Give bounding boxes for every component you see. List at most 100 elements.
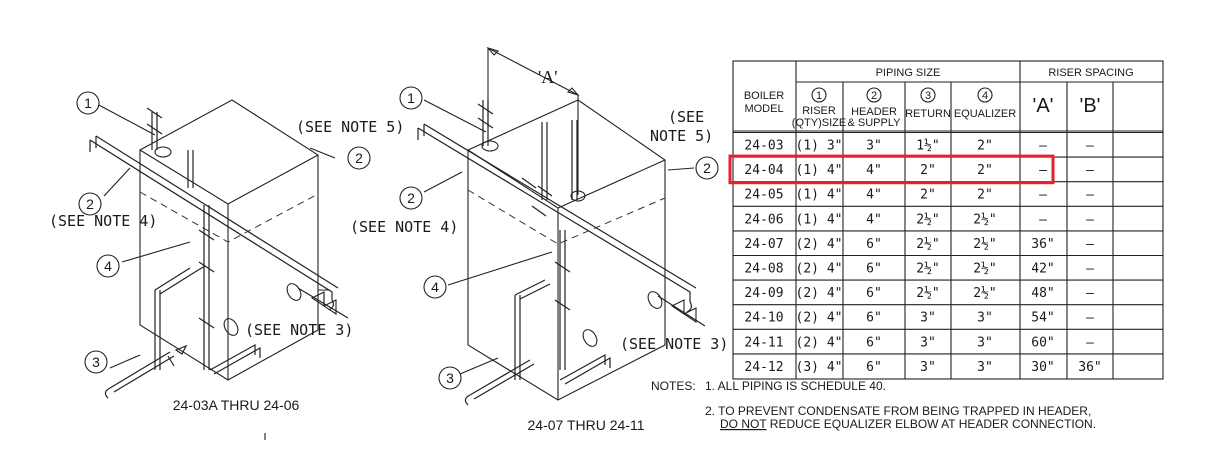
boiler-model-header-2: MODEL: [744, 103, 783, 115]
right-figure-caption: 24-07 THRU 24-11: [528, 417, 645, 433]
piping-table: BOILER MODEL PIPING SIZE RISER SPACING 1…: [728, 60, 1164, 380]
cell-model: 24-06: [744, 212, 783, 227]
cell-model: 24-05: [744, 188, 783, 203]
cell-return: 1½": [916, 139, 939, 154]
cell-spacing-b: —: [1086, 335, 1094, 350]
dimension-A-label: 'A': [538, 67, 558, 87]
note-2-line-1: 2. TO PREVENT CONDENSATE FROM BEING TRAP…: [705, 404, 1091, 418]
highlighted-row-box: [728, 154, 1055, 185]
cell-model: 24-10: [744, 311, 783, 326]
cell-equalizer: 2": [977, 163, 993, 178]
cell-spacing-a: —: [1039, 188, 1047, 203]
left-figure-caption: 24-03A THRU 24-06: [173, 397, 300, 413]
cell-header-supply: 6": [866, 262, 882, 277]
cell-return: 2½": [916, 286, 939, 301]
right-callout-3: 3: [446, 370, 454, 386]
cell-spacing-b: —: [1086, 139, 1094, 154]
cell-equalizer: 2½": [973, 237, 996, 252]
cell-header-supply: 6": [866, 335, 882, 350]
col-return-label: RETURN: [905, 108, 951, 120]
col-num-2: 2: [871, 90, 877, 102]
note-2-line-2: DO NOT REDUCE EQUALIZER ELBOW AT HEADER …: [720, 417, 1096, 431]
table-row: 24-07(2) 4"6"2½"2½"36"—: [744, 237, 1094, 252]
left-callout-4: 4: [104, 258, 112, 274]
left-note-4-label: (SEE NOTE 4): [49, 212, 157, 230]
cell-equalizer: 2½": [973, 212, 996, 227]
cell-spacing-b: —: [1086, 237, 1094, 252]
cell-riser: (2) 4": [796, 262, 843, 277]
cell-model: 24-04: [744, 163, 783, 178]
left-callout-2: 2: [86, 196, 94, 212]
cell-model: 24-12: [744, 360, 783, 375]
cell-return: 3": [920, 360, 936, 375]
cell-spacing-b: —: [1086, 163, 1094, 178]
cell-header-supply: 4": [866, 163, 882, 178]
cell-model: 24-11: [744, 335, 783, 350]
table-row: 24-05(1) 4"4"2"2"——: [744, 188, 1094, 203]
cell-equalizer: 2": [977, 188, 993, 203]
cell-riser: (1) 4": [796, 163, 843, 178]
col-header-label: HEADER: [851, 106, 897, 118]
cell-riser: (2) 4": [796, 237, 843, 252]
note-2-rest: REDUCE EQUALIZER ELBOW AT HEADER CONNECT…: [766, 417, 1096, 431]
left-callout-2-right: 2: [355, 150, 363, 166]
col-equalizer-label: EQUALIZER: [954, 108, 1016, 120]
cell-header-supply: 6": [866, 360, 882, 375]
cell-equalizer: 2": [977, 139, 993, 154]
cell-spacing-b: —: [1086, 262, 1094, 277]
cell-riser: (1) 4": [796, 212, 843, 227]
table-row: 24-03(1) 3"3"1½"2"——: [744, 139, 1094, 154]
cell-riser: (2) 4": [796, 311, 843, 326]
piping-size-header: PIPING SIZE: [876, 67, 941, 79]
table-row: 24-11(2) 4"6"3"3"60"—: [744, 335, 1094, 350]
left-note-3-label: (SEE NOTE 3): [245, 321, 353, 339]
cell-spacing-a: —: [1039, 139, 1047, 154]
cell-spacing-b: 36": [1078, 360, 1101, 375]
cell-riser: (3) 4": [796, 360, 843, 375]
notes: NOTES: 1. ALL PIPING IS SCHEDULE 40. 2. …: [651, 379, 1096, 431]
cell-header-supply: 4": [866, 212, 882, 227]
table-row: 24-12(3) 4"6"3"3"30"36": [744, 360, 1101, 375]
note-2-emphasis: DO NOT: [720, 417, 767, 431]
cell-equalizer: 3": [977, 311, 993, 326]
cell-spacing-a: 42": [1031, 262, 1054, 277]
note-1: 1. ALL PIPING IS SCHEDULE 40.: [705, 379, 886, 393]
col-spacing-b: 'B': [1080, 95, 1101, 117]
left-callout-1: 1: [84, 95, 92, 111]
cell-return: 3": [920, 311, 936, 326]
table-row: 24-09(2) 4"6"2½"2½"48"—: [744, 286, 1094, 301]
table-row: 24-04 (1) 4" 4" 2" 2" — —: [744, 163, 1094, 178]
cell-spacing-a: —: [1039, 163, 1047, 178]
table-row: 24-06(1) 4"4"2½"2½"——: [744, 212, 1094, 227]
boiler-model-header-1: BOILER: [744, 90, 784, 102]
cell-return: 2": [920, 188, 936, 203]
left-note-5-label: (SEE NOTE 5): [296, 118, 404, 136]
cell-riser: (2) 4": [796, 335, 843, 350]
riser-spacing-header: RISER SPACING: [1048, 67, 1133, 79]
col-num-3: 3: [925, 90, 931, 102]
left-boiler-figure: 1 2 2 4 3 (SEE NOTE 5) (SEE NOTE 4) (SEE…: [49, 91, 404, 413]
cell-header-supply: 4": [866, 188, 882, 203]
cell-header-supply: 6": [866, 311, 882, 326]
cell-return: 2½": [916, 237, 939, 252]
table-row: 24-08(2) 4"6"2½"2½"42"—: [744, 262, 1094, 277]
cell-return: 2": [920, 163, 936, 178]
cell-header-supply: 3": [866, 139, 882, 154]
cell-header-supply: 6": [866, 237, 882, 252]
right-note-4-label: (SEE NOTE 4): [350, 218, 458, 236]
col-riser-label-2: (QTY)SIZE: [792, 117, 846, 129]
cell-header-supply: 6": [866, 286, 882, 301]
cell-riser: (1) 4": [796, 188, 843, 203]
right-callout-1: 1: [407, 90, 415, 106]
table-row: 24-10(2) 4"6"3"3"54"—: [744, 311, 1094, 326]
right-callout-4: 4: [431, 279, 439, 295]
cell-equalizer: 2½": [973, 262, 996, 277]
col-num-1: 1: [816, 90, 822, 102]
cell-spacing-b: —: [1086, 286, 1094, 301]
cell-equalizer: 2½": [973, 286, 996, 301]
cell-spacing-a: 30": [1031, 360, 1054, 375]
right-note-5-label-a: (SEE: [668, 108, 704, 126]
cell-spacing-b: —: [1086, 311, 1094, 326]
cell-spacing-a: —: [1039, 212, 1047, 227]
right-callout-2-right: 2: [703, 160, 711, 176]
